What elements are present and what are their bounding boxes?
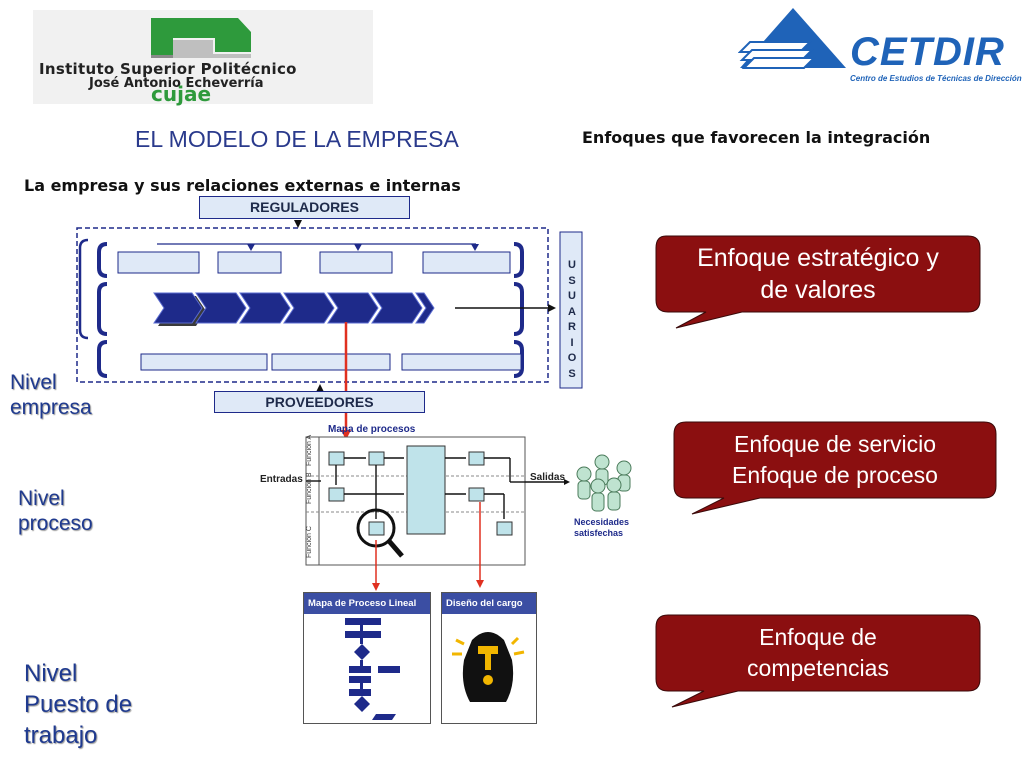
cetdir-emblem <box>738 8 846 69</box>
usuarios-label: U S U A R I O S <box>560 258 584 382</box>
cujae-logo: Instituto Superior Politécnico José Anto… <box>33 10 373 106</box>
callout-competencies-text: Enfoque de competencias <box>656 617 980 689</box>
job-design-title: Diseño del cargo <box>442 593 536 614</box>
brace-mid-left <box>97 282 108 336</box>
strategy-box-4 <box>422 251 511 274</box>
level-empresa: Nivel empresa <box>10 370 92 420</box>
cetdir-tagline: Centro de Estudios de Técnicas de Direcc… <box>850 74 1022 83</box>
brace-mid-right <box>513 282 524 336</box>
reguladores-box: REGULADORES <box>199 196 410 219</box>
cujae-line1: Instituto Superior Politécnico <box>39 60 297 78</box>
level-empresa-line2: empresa <box>10 396 92 419</box>
approaches-subtitle: Enfoques que favorecen la integración <box>582 128 931 147</box>
cetdir-name: CETDIR <box>850 30 1005 74</box>
usuarios-letter: I <box>570 336 574 349</box>
level-proceso-line1: Nivel <box>18 487 65 510</box>
callout-strategic <box>655 235 981 329</box>
callout-competencies-line1: Enfoque de <box>759 624 877 650</box>
entradas-label: Entradas <box>260 474 303 485</box>
strategy-box-3 <box>319 251 393 274</box>
relations-subtitle: La empresa y sus relaciones externas e i… <box>24 176 461 195</box>
support-box-1 <box>140 353 268 371</box>
linear-process-card: Mapa de Proceso Lineal <box>303 592 431 724</box>
linear-process-title: Mapa de Proceso Lineal <box>304 593 430 614</box>
necesidades-label: Necesidades satisfechas <box>574 517 629 539</box>
usuarios-letter: O <box>567 352 577 364</box>
callout-service-line2: Enfoque de proceso <box>732 462 938 488</box>
cujae-emblem <box>151 18 251 58</box>
callout-service-process <box>673 421 997 515</box>
necesidades-line-2: satisfechas <box>574 528 624 538</box>
worker-icon <box>452 632 525 702</box>
cujae-line2: José Antonio Echeverría <box>89 76 264 91</box>
necesidades-line-1: Necesidades <box>574 517 630 527</box>
strategy-box-2 <box>217 251 282 274</box>
level-proceso-line2: proceso <box>18 512 93 535</box>
flowchart-icon <box>345 618 400 720</box>
satisfied-users-icon <box>576 454 632 512</box>
level-puesto-line3: trabajo <box>24 722 98 749</box>
brace-top-left <box>97 242 108 278</box>
support-box-3 <box>401 353 522 371</box>
usuarios-box <box>559 231 583 389</box>
page-title: EL MODELO DE LA EMPRESA <box>135 126 459 152</box>
usuarios-letter: U <box>568 259 576 271</box>
level-puesto: Nivel Puesto de trabajo <box>24 658 132 751</box>
strategy-box-1 <box>117 251 200 274</box>
callout-strategic-line1: Enfoque estratégico y <box>697 244 939 272</box>
level-proceso: Nivel proceso <box>18 486 93 536</box>
callout-competencies-line2: competencias <box>747 655 889 681</box>
support-box-2 <box>271 353 391 371</box>
cetdir-logo: CETDIR Centro de Estudios de Técnicas de… <box>738 6 1022 86</box>
usuarios-letter: U <box>568 290 576 302</box>
usuarios-letter: S <box>568 274 576 287</box>
brace-bot-left <box>97 340 108 378</box>
level-puesto-line2: Puesto de <box>24 691 133 718</box>
salidas-label: Salidas <box>530 472 566 483</box>
job-design-card: Diseño del cargo <box>441 592 537 724</box>
level-puesto-line1: Nivel <box>24 660 78 687</box>
process-chevrons <box>153 292 435 326</box>
proveedores-label: PROVEEDORES <box>265 394 374 410</box>
reguladores-label: REGULADORES <box>250 199 359 215</box>
level-empresa-line1: Nivel <box>10 371 57 394</box>
callout-strategic-text: Enfoque estratégico y de valores <box>656 238 980 310</box>
callout-service-text: Enfoque de servicio Enfoque de proceso <box>674 424 996 496</box>
usuarios-letter: A <box>568 305 576 318</box>
brace-bot-right <box>513 340 524 378</box>
cujae-line3: cujae <box>151 82 212 106</box>
callout-competencies <box>655 614 981 708</box>
callout-strategic-line2: de valores <box>760 276 876 304</box>
process-map-title: Mapa de procesos <box>328 424 416 435</box>
usuarios-letter: R <box>568 321 576 333</box>
proveedores-box: PROVEEDORES <box>214 391 425 413</box>
brace-top-right <box>513 242 524 278</box>
callout-service-line1: Enfoque de servicio <box>733 431 936 457</box>
usuarios-letter: S <box>568 367 576 380</box>
